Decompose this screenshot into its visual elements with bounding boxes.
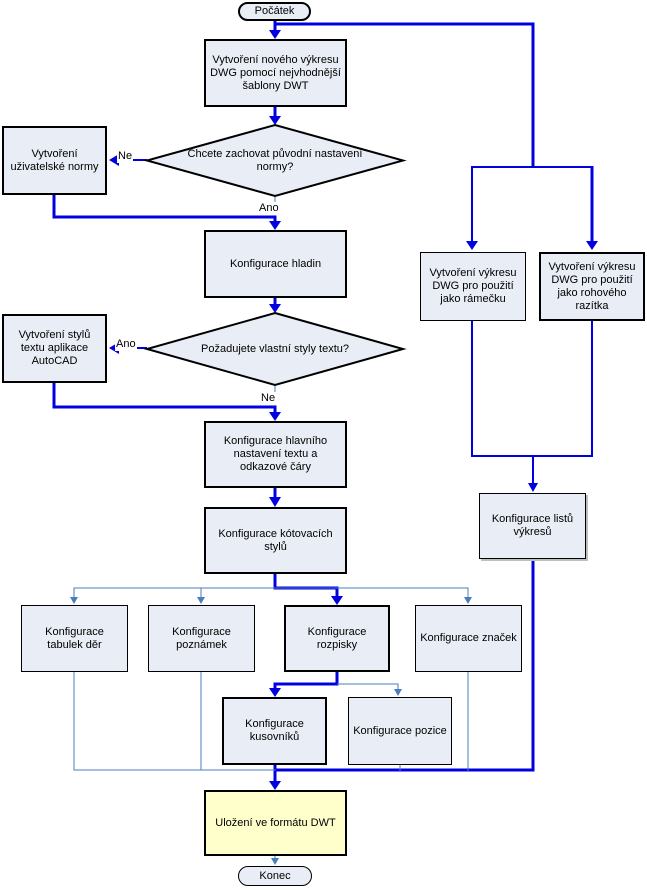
arrow-into-partslist (331, 596, 343, 605)
connector-holetables-merge (73, 672, 276, 771)
arrow-into-titleblock-dwg (586, 241, 598, 250)
process-create-border-dwg-label: Vytvoření výkresu DWG pro použití jako r… (429, 267, 517, 305)
process-config-boms: Konfigurace kusovníků (222, 697, 327, 765)
process-create-text-styles: Vytvoření stylů textu aplikace AutoCAD (2, 314, 107, 383)
process-config-main-text-label: Konfigurace hlavního nastavení textu a o… (223, 435, 328, 473)
main-arrowheads (109, 30, 598, 790)
arrow-into-end (271, 858, 279, 865)
arrow-into-balloons (394, 689, 402, 696)
process-create-user-norm-label: Vytvoření uživatelské normy (10, 147, 99, 173)
arrow-into-maintext (269, 412, 281, 421)
decision-text-styles-label: Požadujete vlastní styly textu? (201, 342, 349, 355)
process-config-main-text: Konfigurace hlavního nastavení textu a o… (204, 421, 347, 488)
process-create-user-norm: Vytvoření uživatelské normy (2, 126, 107, 195)
arrow-into-holetables (70, 597, 78, 604)
connector-usernorm-merge (52, 195, 277, 222)
connector-partslist-balloons (337, 683, 399, 690)
process-config-symbols-label: Konfigurace značek (420, 632, 517, 644)
arrow-into-dims (269, 497, 281, 507)
arrow-into-boms (269, 688, 281, 697)
process-config-symbols: Konfigurace značek (415, 605, 522, 672)
connector-start-branch-right (275, 22, 535, 167)
decision-text-styles-diamond (143, 311, 407, 387)
process-config-dim-styles-label: Konfigurace kótovacích stylů (218, 527, 333, 553)
process-create-dwg-label: Vytvoření nového výkresu DWG pomocí nejv… (210, 53, 341, 92)
process-config-hole-tables-label: Konfigurace tabulek děr (45, 625, 104, 651)
arrow-into-layers (269, 221, 281, 230)
arrow-into-save (269, 781, 281, 790)
decision-norm-label: Chcete zachovat původní nastavení normy? (187, 147, 363, 173)
secondary-arrowheads (70, 597, 472, 865)
arrow-into-decision1 (269, 116, 281, 125)
connector-dims-fanout (73, 587, 469, 598)
process-create-text-styles-label: Vytvoření stylů textu aplikace AutoCAD (18, 329, 91, 367)
arrow-into-sheets (528, 483, 538, 492)
decision-norm-diamond (143, 123, 407, 198)
arrow-into-symbols (464, 597, 472, 604)
process-config-balloons-label: Konfigurace pozice (353, 724, 447, 737)
connector-right-join (471, 321, 593, 457)
process-save-dwt: Uložení ve formátu DWT (204, 790, 347, 856)
process-config-layers: Konfigurace hladin (204, 230, 347, 298)
process-config-parts-list-label: Konfigurace rozpisky (307, 625, 367, 651)
process-config-layers-label: Konfigurace hladin (229, 257, 322, 270)
process-create-title-block-dwg-label: Vytvoření výkresu DWG pro použití jako r… (548, 260, 636, 312)
process-config-hole-tables: Konfigurace tabulek děr (21, 605, 128, 672)
terminator-start-label: Počátek (254, 5, 295, 17)
process-config-boms-label: Konfigurace kusovníků (245, 718, 304, 743)
terminator-start: Počátek (238, 2, 311, 21)
process-config-dim-styles: Konfigurace kótovacích stylů (204, 507, 347, 574)
terminator-end: Konec (238, 866, 312, 886)
arrow-decision1-no (109, 154, 119, 166)
edge-label-styles-no: Ne (260, 392, 277, 405)
connector-partslist-to-boms (273, 672, 339, 689)
process-config-balloons: Konfigurace pozice (348, 697, 452, 765)
process-create-border-dwg: Vytvoření výkresu DWG pro použití jako r… (420, 252, 526, 321)
process-create-title-block-dwg: Vytvoření výkresu DWG pro použití jako r… (539, 252, 645, 321)
arrow-into-border-dwg (466, 241, 478, 250)
process-create-dwg: Vytvoření nového výkresu DWG pomocí nejv… (204, 39, 347, 107)
process-config-sheets: Konfigurace listů výkresů (479, 493, 586, 559)
secondary-connectors (73, 196, 469, 859)
process-config-notes: Konfigurace poznámek (148, 605, 255, 672)
arrow-into-notes (197, 597, 205, 604)
edge-label-styles-yes: Ano (115, 338, 137, 351)
arrow-into-decision2 (269, 304, 281, 313)
connector-sheets-to-bottom (275, 558, 535, 772)
arrow-into-create (269, 30, 281, 39)
process-config-notes-label: Konfigurace poznámek (172, 625, 231, 651)
process-config-parts-list: Konfigurace rozpisky (284, 605, 390, 672)
connector-dims-to-partslist (273, 574, 339, 597)
terminator-end-label: Konec (259, 869, 291, 882)
edge-label-norm-no: Ne (117, 150, 134, 163)
process-save-dwt-label: Uložení ve formátu DWT (215, 816, 336, 829)
edge-label-norm-yes: Ano (258, 202, 280, 215)
process-config-sheets-label: Konfigurace listů výkresů (491, 513, 574, 538)
connector-textstyles-merge (52, 382, 277, 413)
